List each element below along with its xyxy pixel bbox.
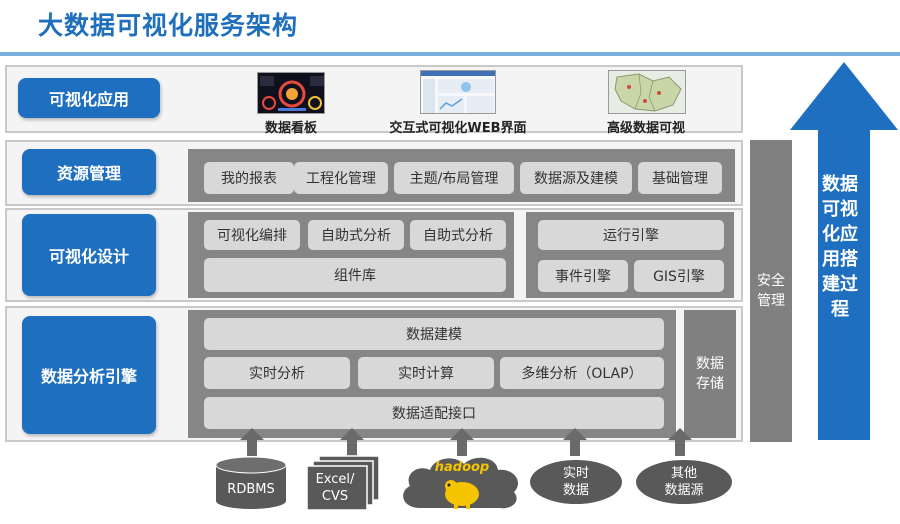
source-realtime: 实时 数据 bbox=[562, 466, 589, 498]
resource-layer-label: 资源管理 bbox=[22, 149, 156, 195]
data-adapter: 数据适配接口 bbox=[204, 397, 664, 429]
design-item-selfservice-1: 自助式分析 bbox=[308, 220, 404, 250]
resource-item-my-reports: 我的报表 bbox=[204, 162, 294, 194]
event-engine: 事件引擎 bbox=[538, 260, 628, 292]
resource-item-datasource: 数据源及建模 bbox=[520, 162, 632, 194]
flow-arrow-excel bbox=[340, 428, 364, 456]
cloud-icon bbox=[403, 457, 519, 509]
page-title: 大数据可视化服务架构 bbox=[38, 11, 299, 40]
app-layer-label: 可视化应用 bbox=[18, 78, 160, 118]
resource-item-theme-layout: 主题/布局管理 bbox=[394, 162, 514, 194]
design-item-selfservice-2: 自助式分析 bbox=[410, 220, 506, 250]
app-item-dashboard: 数据看板 bbox=[264, 121, 317, 136]
app-item-web-ui: 交互式可视化WEB界面 bbox=[389, 121, 527, 136]
design-item-orchestration: 可视化编排 bbox=[204, 220, 300, 250]
resource-item-engineering: 工程化管理 bbox=[294, 162, 388, 194]
flow-arrow-realtime bbox=[563, 428, 587, 456]
source-excel: Excel/ CVS bbox=[315, 472, 355, 504]
data-storage: 数据 存储 bbox=[684, 310, 736, 438]
flow-arrow-hadoop bbox=[450, 428, 474, 456]
build-process-label: 数据可视化应用搭建过程 bbox=[822, 174, 858, 320]
component-library: 组件库 bbox=[204, 258, 506, 292]
map-thumbnail bbox=[608, 70, 686, 114]
data-modeling: 数据建模 bbox=[204, 318, 664, 350]
document-stack-icon bbox=[306, 455, 380, 511]
source-realtime-oval bbox=[530, 460, 622, 504]
flow-arrow-rdbms bbox=[240, 428, 264, 456]
gis-engine: GIS引擎 bbox=[634, 260, 724, 292]
security-management: 安全 管理 bbox=[750, 140, 792, 442]
design-layer-label: 可视化设计 bbox=[22, 214, 156, 296]
flow-arrow-other bbox=[668, 428, 692, 456]
analysis-layer-label: 数据分析引擎 bbox=[22, 316, 156, 434]
database-icon bbox=[215, 456, 287, 509]
dashboard-thumbnail bbox=[257, 72, 325, 114]
runtime-engine: 运行引擎 bbox=[538, 220, 724, 250]
build-process-arrow bbox=[790, 62, 898, 440]
olap-analysis: 多维分析（OLAP） bbox=[500, 357, 664, 389]
source-hadoop: hadoop bbox=[434, 459, 490, 475]
app-item-advanced: 高级数据可视 bbox=[606, 121, 685, 136]
source-other: 其他 数据源 bbox=[664, 466, 704, 498]
source-rdbms: RDBMS bbox=[227, 481, 275, 497]
web-ui-thumbnail bbox=[420, 70, 496, 114]
title-underline bbox=[0, 52, 900, 56]
realtime-analysis: 实时分析 bbox=[204, 357, 350, 389]
realtime-compute: 实时计算 bbox=[358, 357, 494, 389]
resource-item-basic: 基础管理 bbox=[638, 162, 722, 194]
source-other-oval bbox=[636, 460, 732, 504]
